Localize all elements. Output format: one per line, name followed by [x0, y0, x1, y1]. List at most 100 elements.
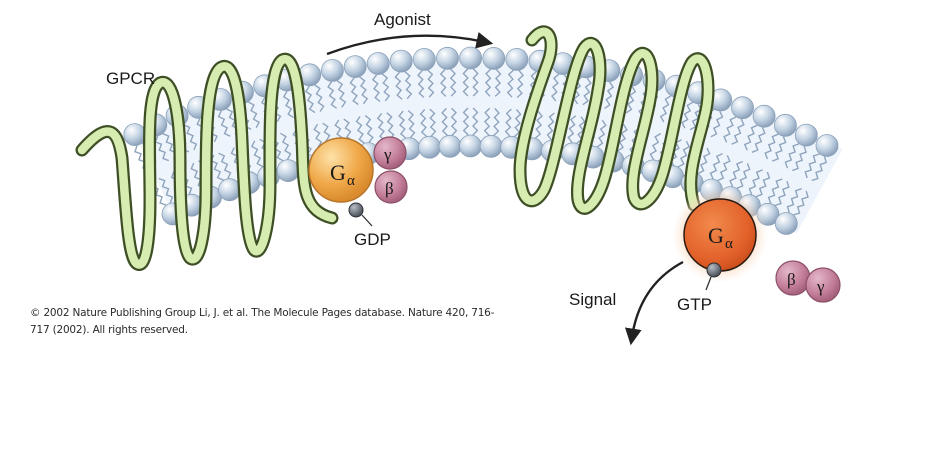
lipid-tail [217, 110, 231, 137]
lipid-tail [427, 69, 435, 98]
lipid-tail [484, 68, 492, 97]
lipid-tail [250, 140, 264, 168]
lipid-tail [649, 132, 662, 161]
lipid-tail [681, 101, 694, 129]
gpcr-inactive [75, 52, 339, 272]
gtp-label: GTP [677, 295, 712, 314]
signal-arrow [624, 260, 684, 346]
lipid-head [436, 46, 459, 70]
lipid-tail [190, 162, 205, 189]
lipid-tail [743, 124, 758, 151]
lipid-head [343, 55, 367, 78]
g-beta-free-label: β [787, 270, 796, 289]
lipid-head [459, 134, 482, 158]
lipid-head [752, 104, 776, 128]
lipid-tail [218, 152, 232, 179]
lipid-tail [314, 84, 325, 112]
lipid-head [320, 59, 344, 82]
lipid-tail [336, 80, 347, 108]
lipid-head [731, 96, 754, 120]
lipid-head [482, 47, 506, 70]
lipid-tail [417, 70, 425, 98]
gdp-label: GDP [354, 230, 391, 249]
lipid-head [418, 135, 441, 159]
lipid-tail [450, 107, 458, 136]
lipid-tail [472, 68, 479, 97]
lipid-head [123, 123, 147, 147]
lipid-tail [462, 68, 469, 97]
lipid-tail [349, 77, 359, 106]
lipid-tail [755, 171, 771, 198]
lipid-tail [472, 107, 479, 136]
gpcr-label: GPCR [106, 69, 155, 88]
lipid-head [412, 48, 436, 71]
lipid-head [276, 159, 300, 183]
lipid-tail [280, 132, 292, 160]
lipid-tail [404, 71, 413, 100]
lipid-tail [791, 146, 807, 172]
lipid-head [774, 212, 798, 235]
lipid-head [366, 52, 390, 75]
copyright-credit: © 2002 Nature Publishing Group Li, J. et… [30, 305, 550, 339]
lipid-tail [359, 76, 369, 105]
g-protein-inactive: G α γ β GDP [308, 136, 408, 249]
lipid-tail [158, 177, 174, 204]
lipid-tail [717, 155, 731, 182]
lipid-tail [304, 85, 316, 114]
signal-label: Signal [569, 290, 616, 309]
lipid-tail [429, 108, 437, 137]
lipid-head [505, 48, 529, 71]
lipid-tail [567, 115, 577, 143]
lipid-tail [723, 116, 737, 143]
lipid-head [479, 134, 503, 158]
g-alpha-inactive-g: G [330, 160, 346, 185]
lipid-tail [381, 73, 391, 102]
lipid-tail [534, 110, 543, 139]
lipid-tail [183, 124, 198, 151]
lipid-tail [697, 147, 711, 175]
lipid-tail [771, 136, 787, 162]
lipid-tail [506, 69, 514, 98]
lipid-tail [677, 140, 691, 168]
lipid-tail [441, 107, 448, 136]
lipid-tail [327, 81, 337, 109]
lipid-tail [617, 124, 628, 152]
g-beta-inactive-label: β [385, 179, 394, 198]
g-alpha-active-g: G [708, 223, 724, 248]
gdp-nucleotide [348, 202, 364, 218]
g-gamma-inactive [373, 136, 407, 170]
lipid-tail [355, 115, 365, 144]
lipid-tail [394, 71, 403, 100]
gpcr-active [513, 25, 715, 215]
lipid-tail [709, 152, 723, 180]
lipid-tail [494, 68, 502, 97]
lipid-tail [659, 95, 672, 123]
lipid-tail [751, 127, 766, 153]
gtp-nucleotide [706, 262, 722, 278]
g-alpha-active-alpha: α [725, 236, 733, 252]
agonist-label: Agonist [374, 10, 431, 29]
lipid-tail [811, 156, 828, 182]
lipid-tail [596, 119, 607, 148]
g-gamma-free [805, 267, 841, 303]
lipid-tail [629, 127, 641, 155]
lipid-tail [638, 89, 650, 117]
lipid-tail [710, 110, 724, 138]
lipid-tail [407, 110, 416, 139]
lipid-tail [462, 107, 470, 136]
lipid-head [794, 123, 818, 147]
lipid-tail [793, 190, 809, 216]
lipid-tail [528, 71, 537, 100]
lipid-head [459, 46, 483, 70]
lipid-tail [736, 163, 751, 189]
lipid-tail [386, 112, 395, 141]
lipid-tail [449, 68, 457, 97]
lipid-tail [625, 86, 637, 114]
lipid-tail [804, 153, 820, 179]
lipid-tail [767, 178, 783, 204]
lipid-tail [604, 81, 615, 109]
lipid-tail [764, 133, 779, 160]
lipid-tail [729, 160, 743, 187]
lipid-head [815, 134, 839, 157]
lipid-tail [546, 112, 555, 141]
